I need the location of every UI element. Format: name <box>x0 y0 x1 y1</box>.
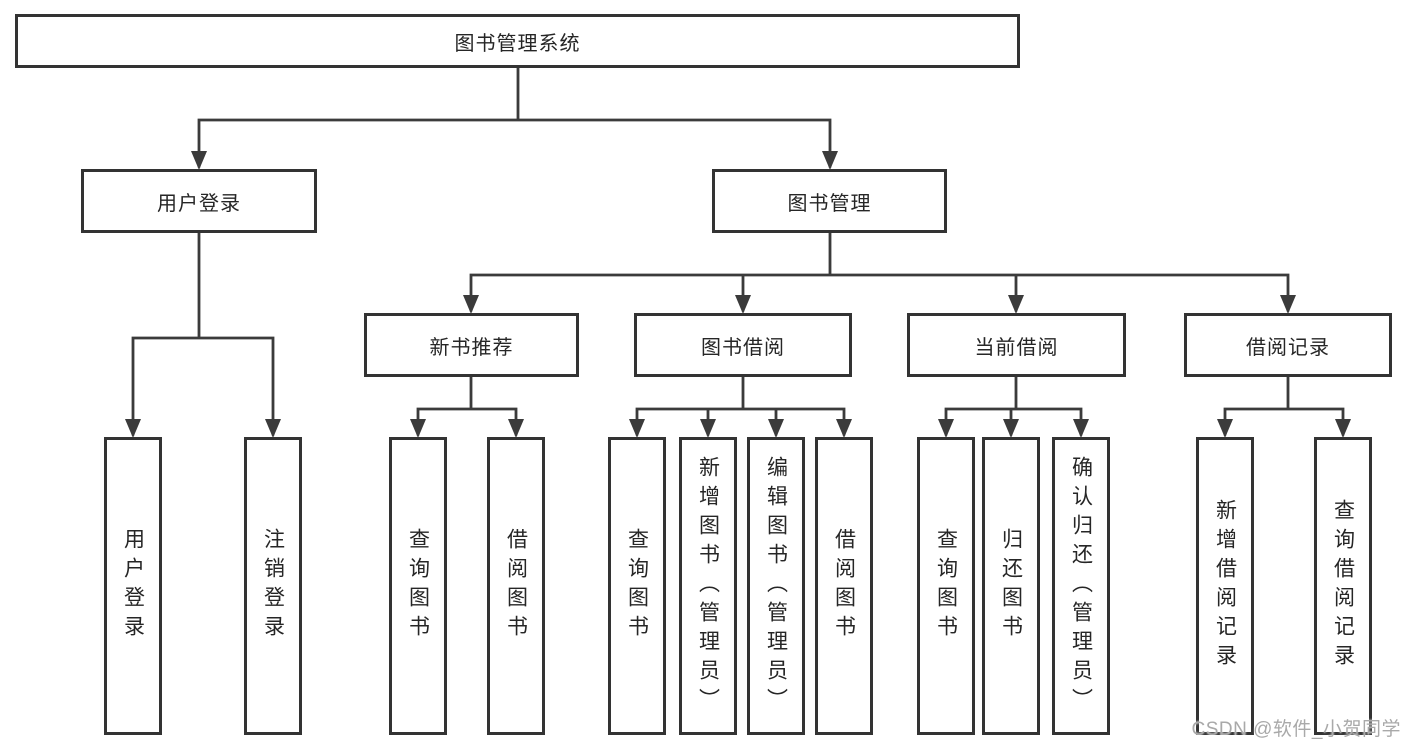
leaf-logout: 注销登录 <box>244 437 302 735</box>
node-root-library-management-system: 图书管理系统 <box>15 14 1020 68</box>
leaf-label: 归还图书 <box>999 528 1023 644</box>
node-borrowing-records: 借阅记录 <box>1184 313 1392 377</box>
node-user-login: 用户登录 <box>81 169 317 233</box>
leaf-label: 注销登录 <box>261 528 285 644</box>
leaf-current-confirm-return-admin: 确认归还（管理员） <box>1052 437 1110 735</box>
leaf-borrow-add-books-admin: 新增图书（管理员） <box>679 437 737 735</box>
leaf-rec-borrow-books: 借阅图书 <box>487 437 545 735</box>
leaf-records-query-borrow-record: 查询借阅记录 <box>1314 437 1372 735</box>
leaf-label: 用户登录 <box>121 528 145 644</box>
leaf-label: 查询图书 <box>406 528 430 644</box>
leaf-label: 确认归还（管理员） <box>1069 455 1093 717</box>
leaf-label: 借阅图书 <box>504 528 528 644</box>
leaf-label: 编辑图书（管理员） <box>764 455 788 717</box>
csdn-watermark: CSDN @软件_小贺同学 <box>1191 719 1401 740</box>
leaf-borrow-query-books: 查询图书 <box>608 437 666 735</box>
leaf-current-return-books: 归还图书 <box>982 437 1040 735</box>
node-book-borrowing: 图书借阅 <box>634 313 852 377</box>
leaf-borrow-edit-books-admin: 编辑图书（管理员） <box>747 437 805 735</box>
leaf-current-query-books: 查询图书 <box>917 437 975 735</box>
leaf-user-login: 用户登录 <box>104 437 162 735</box>
node-new-book-recommendation: 新书推荐 <box>364 313 579 377</box>
leaf-rec-query-books: 查询图书 <box>389 437 447 735</box>
node-current-borrowing: 当前借阅 <box>907 313 1126 377</box>
node-book-management: 图书管理 <box>712 169 947 233</box>
leaf-records-add-borrow-record: 新增借阅记录 <box>1196 437 1254 735</box>
leaf-label: 借阅图书 <box>832 528 856 644</box>
leaf-label: 新增图书（管理员） <box>696 455 720 717</box>
tree-edges <box>131 66 1345 436</box>
leaf-label: 新增借阅记录 <box>1213 499 1237 673</box>
leaf-label: 查询图书 <box>625 528 649 644</box>
leaf-label: 查询借阅记录 <box>1331 499 1355 673</box>
leaf-label: 查询图书 <box>934 528 958 644</box>
leaf-borrow-borrow-books: 借阅图书 <box>815 437 873 735</box>
